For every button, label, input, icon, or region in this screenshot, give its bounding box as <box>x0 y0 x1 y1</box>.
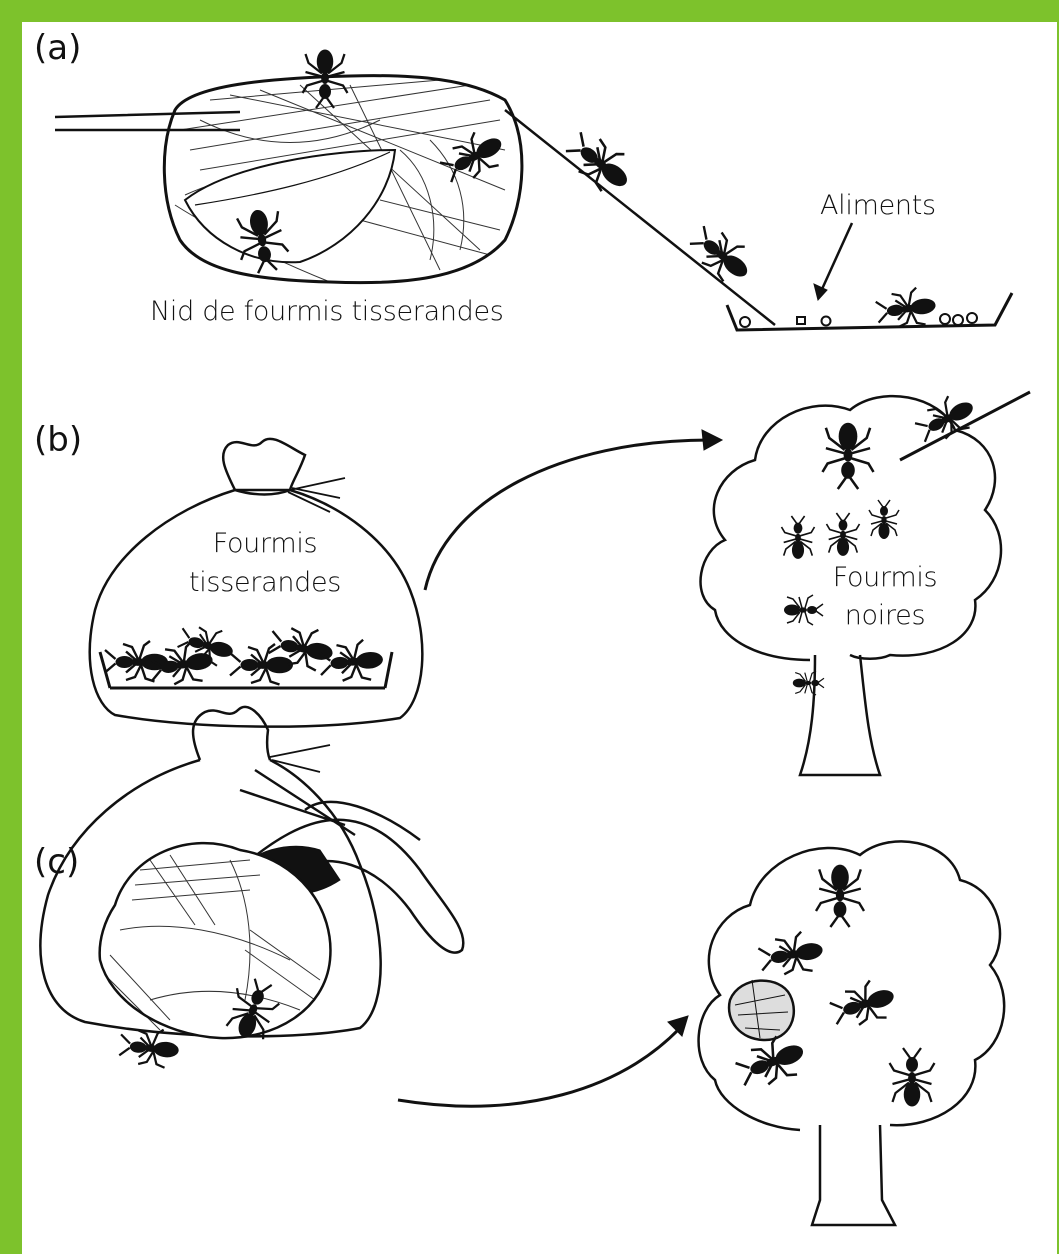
transfer-arrow-b <box>425 440 710 590</box>
bag-string-c <box>270 745 330 772</box>
panel-c-drawing <box>40 707 1004 1225</box>
tree-label-line1: Fourmis <box>815 562 955 593</box>
tree-branch-b <box>900 392 1030 460</box>
bag-label-line1: Fourmis <box>195 528 335 559</box>
bag-outline <box>90 490 423 727</box>
panel-c-label: (c) <box>34 842 79 882</box>
branch-a <box>55 112 240 130</box>
transfer-arrow-c <box>398 1028 680 1106</box>
panel-a-label: (a) <box>34 28 81 68</box>
tree-label-line2: noires <box>815 600 955 631</box>
bag-label-line2: tisserandes <box>175 567 355 598</box>
panel-b-label: (b) <box>34 420 82 460</box>
bag-knot <box>223 439 305 495</box>
bag-string <box>288 478 345 512</box>
food-arrow <box>818 223 852 298</box>
food-tray <box>727 293 1012 330</box>
rope-line <box>505 110 775 325</box>
tree-trunk-c <box>812 1125 895 1225</box>
bag-knot-c <box>193 707 270 760</box>
nest-label: Nid de fourmis tisserandes <box>150 296 504 327</box>
food-label: Aliments <box>820 190 936 221</box>
nest-in-tree <box>729 981 794 1040</box>
